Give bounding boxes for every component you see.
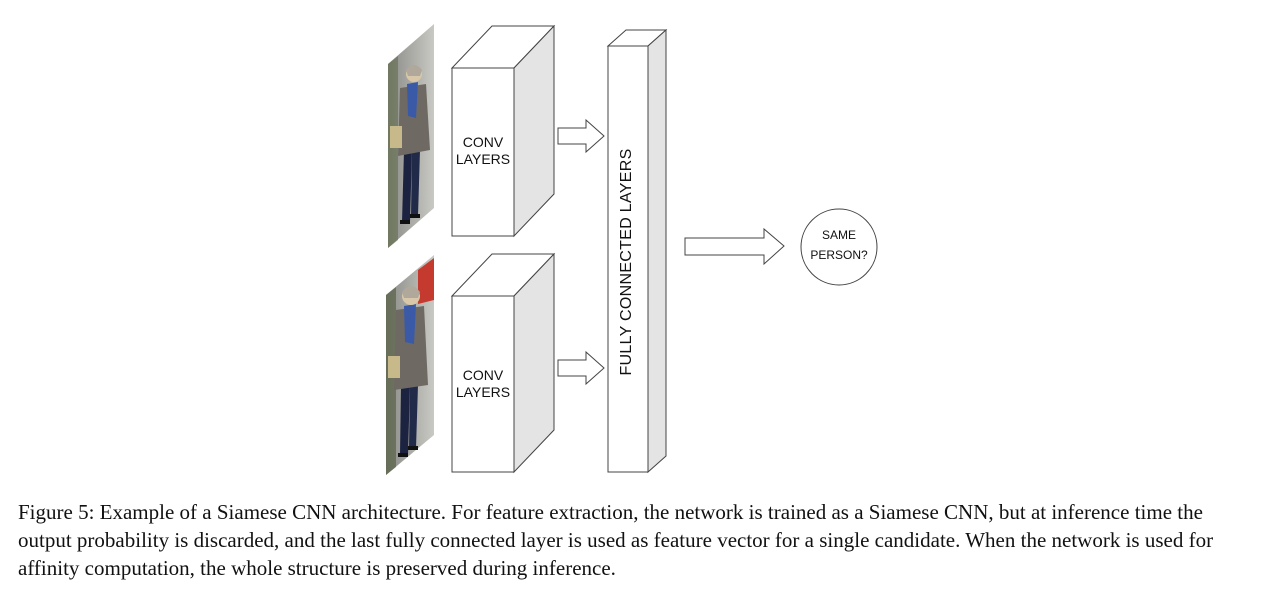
same-person-output: SAME PERSON?	[800, 208, 878, 286]
pedestrian-image-bottom	[386, 255, 434, 475]
siamese-cnn-diagram: CONV LAYERS CONV LAYERS FULLY CONNECTED …	[386, 24, 878, 475]
conv-bottom-label-line1: CONV	[463, 367, 504, 383]
conv-bottom-label-line2: LAYERS	[456, 384, 510, 400]
conv-top-label-line1: CONV	[463, 134, 504, 150]
output-label-line2: PERSON?	[810, 248, 868, 262]
pedestrian-image-top	[388, 24, 434, 248]
conv-block-bottom: CONV LAYERS	[450, 252, 556, 474]
arrow-top-to-fc	[557, 118, 605, 154]
figure-caption: Figure 5: Example of a Siamese CNN archi…	[18, 500, 1214, 580]
conv-top-label-line2: LAYERS	[456, 151, 510, 167]
fully-connected-label: FULLY CONNECTED LAYERS	[618, 148, 635, 375]
conv-block-top: CONV LAYERS	[450, 24, 556, 238]
output-label-line1: SAME	[822, 228, 856, 242]
arrow-fc-to-output	[684, 227, 785, 266]
fully-connected-block: FULLY CONNECTED LAYERS	[606, 28, 668, 474]
arrow-bottom-to-fc	[557, 350, 605, 386]
